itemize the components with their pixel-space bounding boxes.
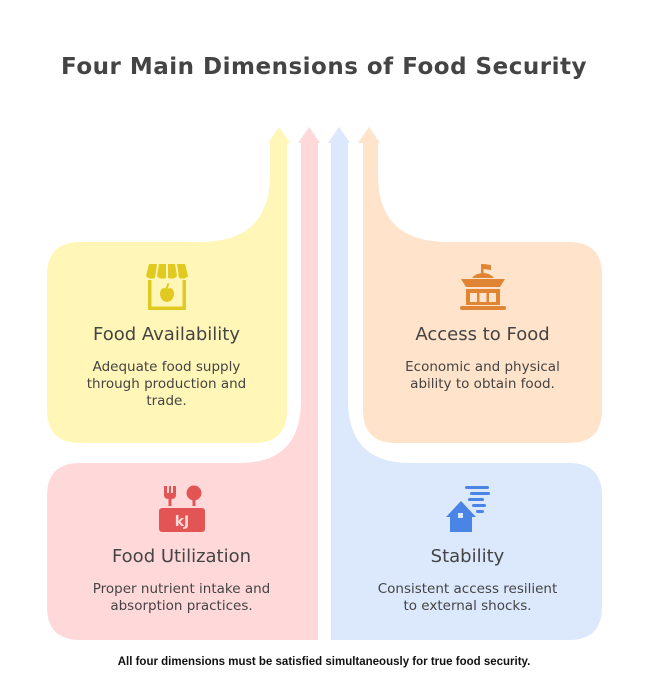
card-stability: Stability Consistent access resilient to… — [333, 484, 602, 615]
description-line: Economic and physical — [405, 359, 560, 375]
description-line: through production and — [86, 376, 247, 392]
page-title: Four Main Dimensions of Food Security — [61, 54, 587, 80]
description-line: Adequate food supply — [92, 359, 241, 375]
card-title: Food Utilization — [111, 546, 252, 567]
market-stall-apple-icon — [145, 264, 188, 310]
card-access-to-food: Access to Food Economic and physical abi… — [363, 262, 602, 393]
description-line: to external shocks. — [403, 598, 532, 614]
card-title: Stability — [430, 546, 505, 567]
stability-arrow-shape — [328, 127, 602, 640]
card-title: Access to Food — [415, 324, 550, 345]
fork-spoon-kj-icon: kJ — [158, 485, 205, 532]
description-line: Consistent access resilient — [377, 581, 558, 597]
svg-text:kJ: kJ — [174, 514, 189, 530]
government-building-icon — [459, 264, 506, 310]
footer-note: All four dimensions must be satisfied si… — [117, 656, 531, 668]
description-line: Proper nutrient intake and — [92, 581, 271, 597]
availability-arrow-shape — [47, 127, 290, 443]
card-description: Adequate food supply through production … — [47, 359, 286, 410]
card-description: Economic and physical ability to obtain … — [363, 359, 602, 393]
house-wind-icon — [445, 486, 490, 532]
card-food-utilization: kJ Food Utilization Proper nutrient inta… — [47, 484, 316, 615]
description-line: trade. — [146, 393, 187, 409]
description-line: absorption practices. — [110, 598, 253, 614]
card-description: Consistent access resilient to external … — [333, 581, 602, 615]
description-line: ability to obtain food. — [410, 376, 555, 392]
card-title: Food Availability — [93, 324, 240, 345]
utilization-arrow-shape — [47, 127, 320, 640]
card-food-availability: Food Availability Adequate food supply t… — [47, 262, 286, 410]
card-description: Proper nutrient intake and absorption pr… — [47, 581, 316, 615]
